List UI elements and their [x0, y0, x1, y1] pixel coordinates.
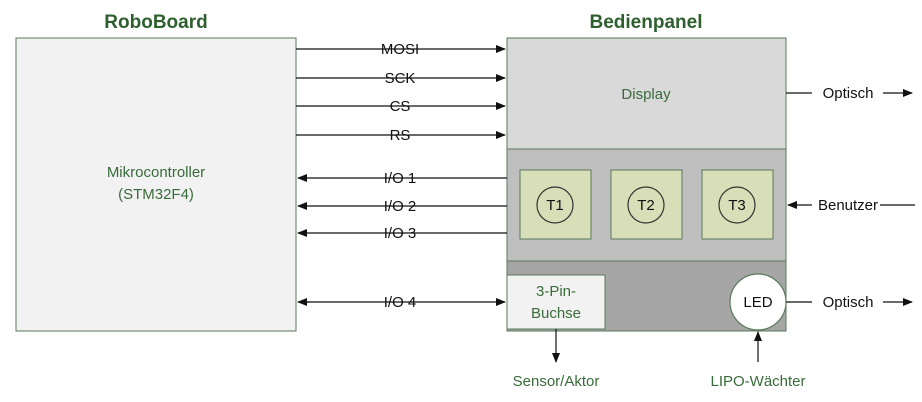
microcontroller-box	[15, 37, 297, 332]
io4-label: I/O 4	[384, 294, 417, 311]
pin-header-box	[506, 274, 606, 330]
optisch-led-label: Optisch	[823, 294, 874, 311]
button-t1	[536, 186, 574, 224]
microcontroller-label: Mikrocontroller	[107, 164, 205, 181]
button-t3	[718, 186, 756, 224]
microcontroller-model: (STM32F4)	[118, 186, 194, 203]
benutzer-label: Benutzer	[818, 197, 878, 214]
button-t2	[627, 186, 665, 224]
button-t2-label: T2	[637, 197, 655, 214]
io3-label: I/O 3	[384, 225, 417, 242]
sensor-label: Sensor/Aktor	[513, 373, 600, 390]
io1-label: I/O 1	[384, 170, 417, 187]
sck-label: SCK	[385, 70, 416, 87]
pin-header-label-2: Buchse	[531, 305, 581, 322]
display-label: Display	[621, 86, 671, 103]
optisch-display-label: Optisch	[823, 85, 874, 102]
pin-header-label-1: 3-Pin-	[536, 283, 576, 300]
io2-label: I/O 2	[384, 198, 417, 215]
led-label: LED	[743, 294, 772, 311]
lipo-label: LIPO-Wächter	[710, 373, 805, 390]
bedienpanel-title: Bedienpanel	[590, 12, 703, 33]
button-t1-label: T1	[546, 197, 564, 214]
display-section	[506, 37, 787, 150]
mosi-label: MOSI	[381, 41, 419, 58]
cs-label: CS	[390, 98, 411, 115]
button-t3-label: T3	[728, 197, 746, 214]
roboboard-title: RoboBoard	[104, 12, 207, 33]
rs-label: RS	[390, 127, 411, 144]
